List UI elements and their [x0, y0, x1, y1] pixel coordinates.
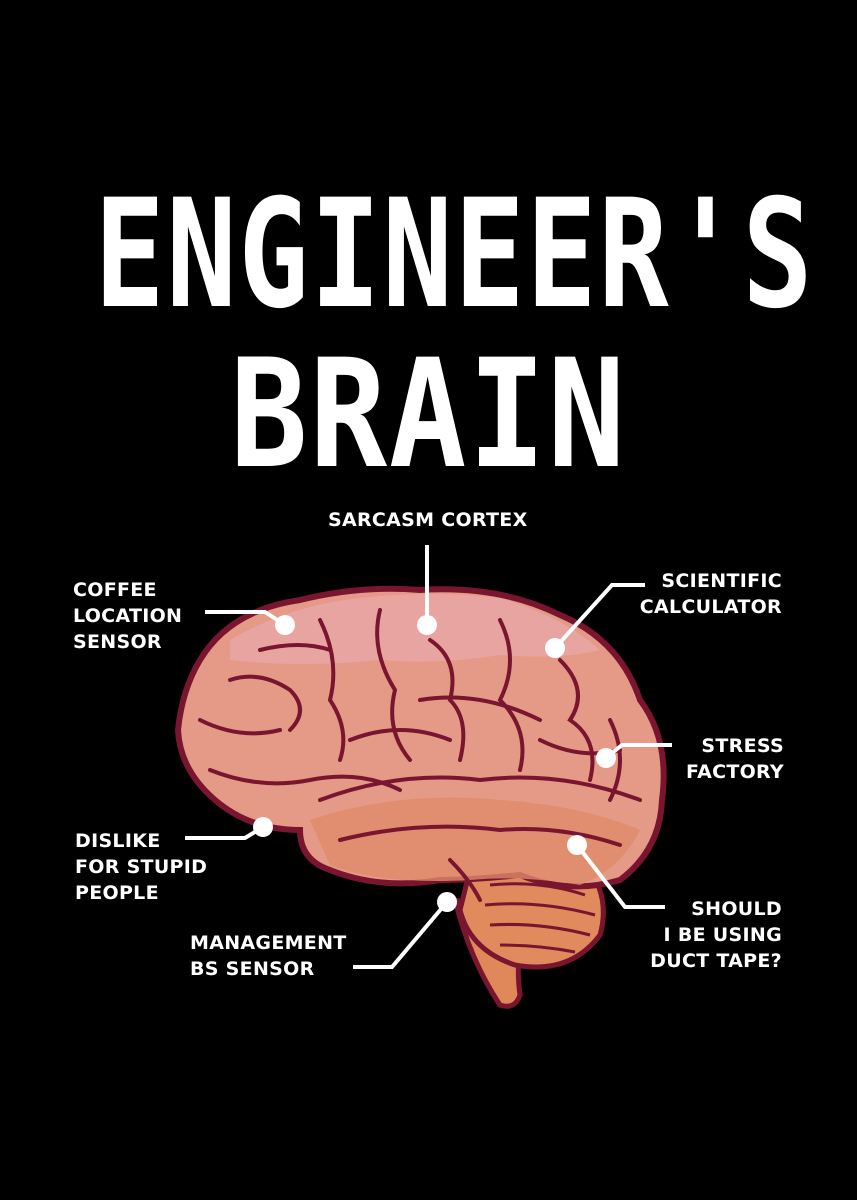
dislike-dot-icon	[253, 817, 273, 837]
label-coffee-location-sensor: COFFEE LOCATION SENSOR	[73, 577, 182, 655]
label-line: MANAGEMENT	[190, 932, 347, 954]
label-line: PEOPLE	[75, 882, 159, 904]
label-dislike-stupid-people: DISLIKE FOR STUPID PEOPLE	[75, 828, 207, 906]
label-line: DUCT TAPE?	[650, 950, 782, 972]
label-management-bs-sensor: MANAGEMENT BS SENSOR	[190, 930, 347, 982]
coffee-dot-icon	[275, 615, 295, 635]
label-line: STRESS	[701, 735, 784, 757]
duct-tape-pointer-line	[575, 843, 665, 909]
label-line: FACTORY	[685, 761, 784, 783]
duct-tape-dot-icon	[567, 835, 587, 855]
label-line: SHOULD	[691, 898, 782, 920]
title-line-2: BRAIN	[230, 328, 627, 502]
label-line: LOCATION	[73, 605, 183, 627]
title-line-1: ENGINEER'S	[94, 168, 815, 342]
scientific-pointer-line	[553, 583, 645, 650]
label-line: COFFEE	[73, 579, 157, 601]
label-line: SARCASM CORTEX	[328, 509, 528, 531]
label-sarcasm-cortex: SARCASM CORTEX	[328, 507, 528, 533]
scientific-dot-icon	[545, 638, 565, 658]
label-line: BS SENSOR	[190, 958, 315, 980]
label-line: FOR STUPID	[75, 856, 208, 878]
label-line: SCIENTIFIC	[661, 570, 782, 592]
label-stress-factory: STRESS FACTORY	[686, 733, 784, 785]
stress-dot-icon	[596, 748, 616, 768]
label-duct-tape: SHOULD I BE USING DUCT TAPE?	[650, 896, 782, 974]
management-pointer-line	[353, 900, 449, 969]
label-line: I BE USING	[663, 924, 782, 946]
label-scientific-calculator: SCIENTIFIC CALCULATOR	[640, 568, 782, 620]
label-line: SENSOR	[73, 631, 162, 653]
label-line: CALCULATOR	[639, 596, 782, 618]
label-line: DISLIKE	[75, 830, 161, 852]
sarcasm-dot-icon	[417, 615, 437, 635]
management-dot-icon	[437, 892, 457, 912]
